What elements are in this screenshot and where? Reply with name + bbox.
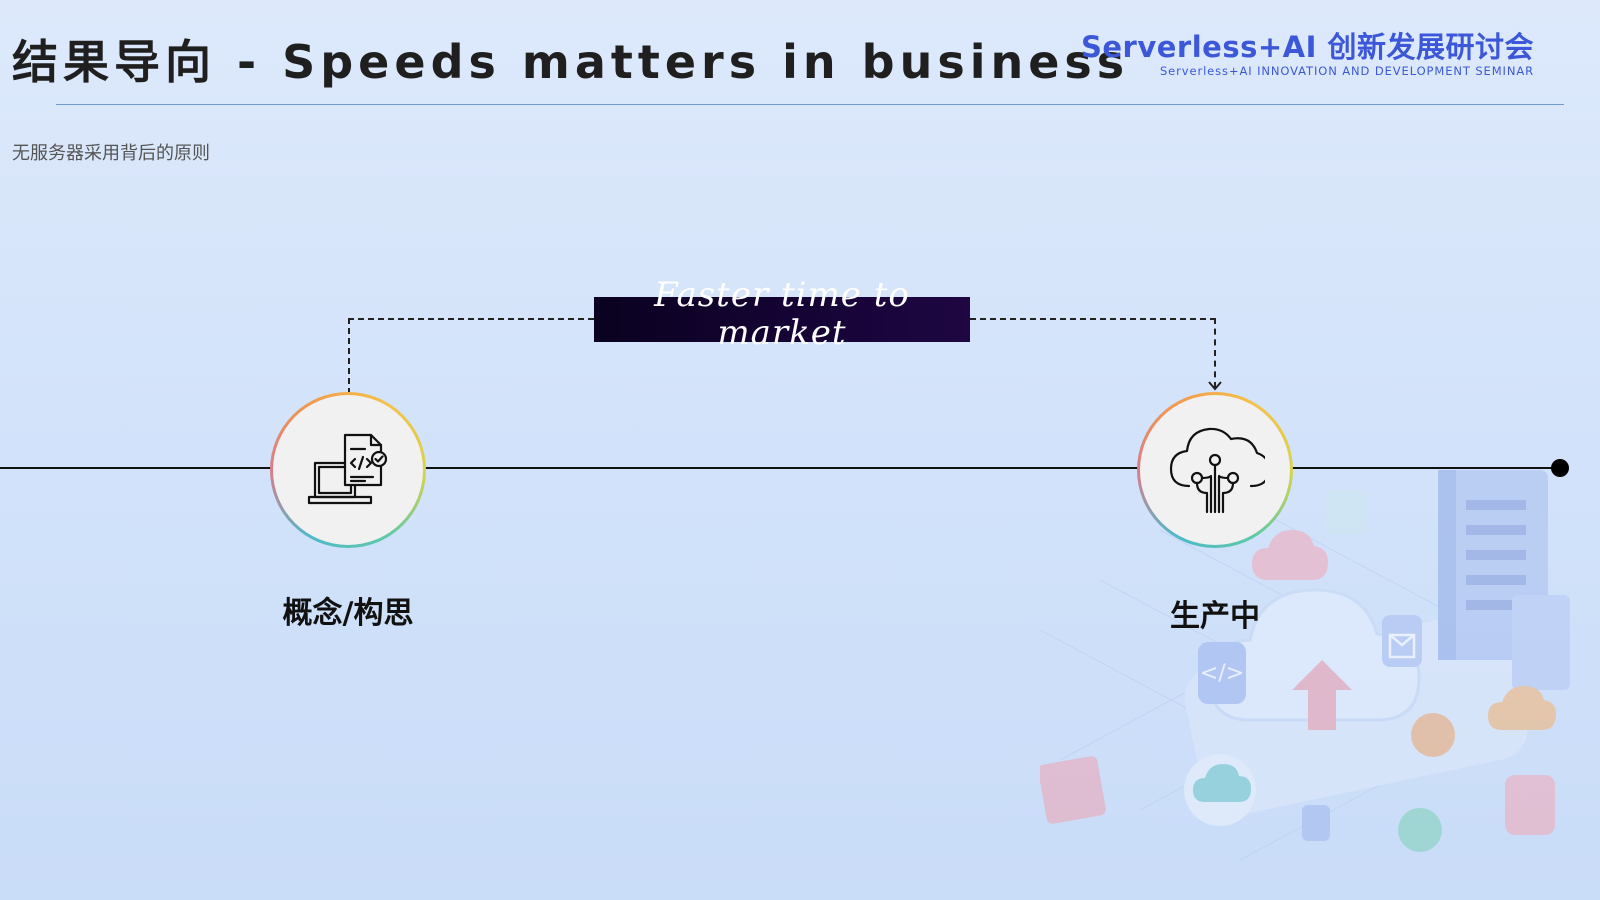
- page-subtitle: 无服务器采用背后的原则: [12, 143, 210, 163]
- callout-box: [594, 297, 970, 342]
- svg-text:</>: </>: [1200, 661, 1244, 686]
- stage-label-production: 生产中: [1170, 599, 1260, 634]
- header-divider: [56, 104, 1564, 105]
- stage-label-concept: 概念/构思: [282, 596, 414, 631]
- timeline-line: [0, 467, 1560, 469]
- connector-arrowhead-icon: [1208, 381, 1222, 391]
- timeline-end-dot: [1551, 459, 1569, 477]
- connector-right-vertical: [1214, 318, 1216, 388]
- cloud-tech-illustration: </>: [1040, 470, 1570, 861]
- stage-node-production: [1137, 392, 1293, 548]
- stage-node-concept: [270, 392, 426, 548]
- connector-left-vertical: [348, 318, 350, 394]
- laptop-code-document-icon: [307, 433, 388, 505]
- event-brand: Serverless+AI 创新发展研讨会 Serverless+AI INNO…: [1081, 30, 1534, 78]
- brand-title: Serverless+AI 创新发展研讨会: [1081, 30, 1534, 64]
- callout-text: Faster time to market: [654, 275, 910, 353]
- brand-subtitle: Serverless+AI INNOVATION AND DEVELOPMENT…: [1159, 64, 1534, 78]
- page-title: 结果导向 - Speeds matters in business: [12, 35, 1130, 89]
- connector-right-horizontal: [970, 318, 1216, 320]
- cloud-circuit-icon: [1169, 427, 1265, 514]
- connector-left-horizontal: [348, 318, 594, 320]
